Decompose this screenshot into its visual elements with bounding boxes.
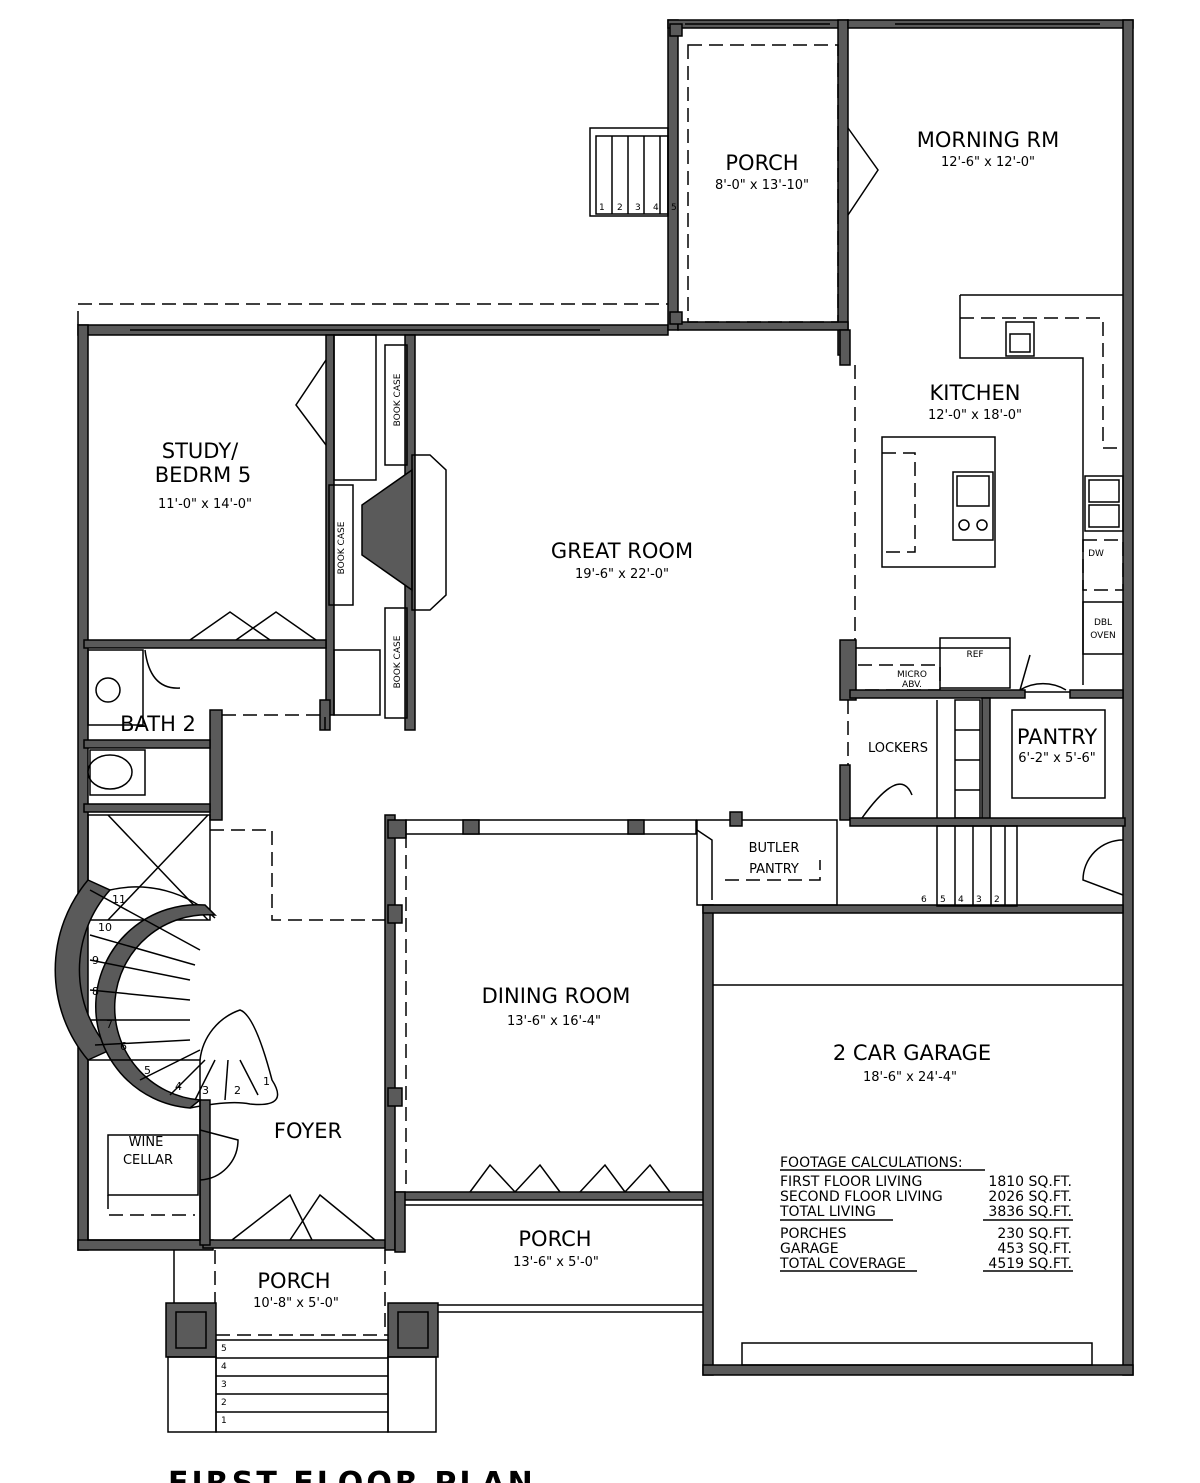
dbl-oven-line1: DBL — [1094, 618, 1112, 628]
front-door — [231, 1193, 376, 1241]
front-step-num: 4 — [221, 1362, 227, 1372]
pantry-label: PANTRY — [1017, 725, 1097, 749]
exterior-walls — [77, 19, 1134, 1376]
rear-porch-dim: 8'-0" x 13'-10" — [715, 178, 809, 193]
bath-2 — [83, 649, 326, 813]
footage-row-value: 230 SQ.FT. — [997, 1226, 1072, 1242]
bookcase-label-bottom: BOOK CASE — [393, 635, 403, 688]
pantry-dim: 6'-2" x 5'-6" — [1018, 751, 1096, 766]
study-label-line1: STUDY/ — [162, 439, 239, 463]
kitchen-dim: 12'-0" x 18'-0" — [928, 408, 1022, 423]
front-step-num: 2 — [221, 1398, 227, 1408]
spiral-step-num: 5 — [144, 1064, 151, 1077]
spiral-step-num: 6 — [120, 1040, 127, 1053]
butler-label-line1: BUTLER — [749, 841, 800, 856]
footage-heading: FOOTAGE CALCULATIONS: — [780, 1155, 963, 1171]
footage-row-label: SECOND FLOOR LIVING — [780, 1189, 943, 1205]
front-step-num: 1 — [221, 1416, 227, 1426]
spiral-step-num: 11 — [112, 893, 126, 906]
foyer-label: FOYER — [274, 1119, 342, 1143]
front-step-num: 5 — [221, 1344, 227, 1354]
spiral-step-num: 3 — [202, 1084, 209, 1097]
garage-dim: 18'-6" x 24'-4" — [863, 1070, 957, 1085]
windows — [130, 23, 1100, 331]
kitchen-label: KITCHEN — [930, 381, 1021, 405]
wine-cellar-line2: CELLAR — [123, 1153, 173, 1168]
footage-row-label: TOTAL COVERAGE — [779, 1256, 906, 1272]
study-label-line2: BEDRM 5 — [155, 463, 252, 487]
footage-row-label: TOTAL LIVING — [779, 1204, 876, 1220]
bookcase-label-mid: BOOK CASE — [337, 521, 347, 574]
footage-row-value: 4519 SQ.FT. — [988, 1256, 1072, 1272]
front-porch-dim: 10'-8" x 5'-0" — [253, 1296, 339, 1311]
dining-room-label: DINING ROOM — [482, 984, 631, 1008]
dw-label: DW — [1088, 549, 1104, 559]
dining-room-dim: 13'-6" x 16'-4" — [507, 1014, 601, 1029]
garage-step-num: 5 — [940, 895, 946, 905]
morning-room-label: MORNING RM — [917, 128, 1060, 152]
wine-cellar — [87, 1059, 239, 1241]
bookcase-label-top: BOOK CASE — [393, 373, 403, 426]
morning-room-dim: 12'-6" x 12'-0" — [941, 155, 1035, 170]
footage-calculations: FOOTAGE CALCULATIONS: FIRST FLOOR LIVING… — [779, 1155, 1073, 1272]
side-porch — [394, 1191, 703, 1313]
front-steps-numbers: 5 4 3 2 1 — [221, 1344, 227, 1426]
rear-porch — [589, 23, 839, 325]
garage-step-num: 6 — [921, 895, 927, 905]
butler-label-line2: PANTRY — [749, 862, 799, 877]
ref-label: REF — [966, 650, 983, 660]
front-step-num: 3 — [221, 1380, 227, 1390]
kitchen-area — [847, 127, 1126, 907]
rear-step-num: 4 — [653, 203, 659, 213]
side-porch-dim: 13'-6" x 5'-0" — [513, 1255, 599, 1270]
footage-row-value: 1810 SQ.FT. — [988, 1174, 1072, 1190]
bath-2-label: BATH 2 — [120, 712, 196, 736]
rear-step-num: 2 — [617, 203, 623, 213]
garage-step-num: 2 — [994, 895, 1000, 905]
micro-line1: MICRO — [897, 670, 927, 680]
spiral-step-num: 7 — [106, 1018, 113, 1031]
footage-row-label: GARAGE — [780, 1241, 839, 1257]
garage-steps-numbers: 6 5 4 3 2 — [921, 895, 1000, 905]
spiral-steps-numbers: 11 10 9 8 7 6 5 4 3 2 1 — [92, 893, 270, 1097]
garage-label: 2 CAR GARAGE — [833, 1041, 991, 1065]
spiral-step-num: 9 — [92, 954, 99, 967]
great-room-label: GREAT ROOM — [551, 539, 693, 563]
footage-row-label: PORCHES — [780, 1226, 847, 1242]
spiral-stair — [54, 814, 385, 1246]
great-room-dim: 19'-6" x 22'-0" — [575, 567, 669, 582]
rear-step-num: 3 — [635, 203, 641, 213]
roof-line — [77, 303, 668, 325]
side-porch-label: PORCH — [518, 1227, 591, 1251]
rear-steps-numbers: 1 2 3 4 5 — [599, 203, 677, 213]
micro-line2: ABV. — [902, 680, 922, 690]
study-dim: 11'-0" x 14'-0" — [158, 497, 252, 512]
front-porch — [165, 1250, 439, 1433]
rear-step-num: 5 — [671, 203, 677, 213]
rear-step-num: 1 — [599, 203, 605, 213]
footage-row-value: 2026 SQ.FT. — [988, 1189, 1072, 1205]
spiral-step-num: 4 — [175, 1080, 182, 1093]
dbl-oven-line2: OVEN — [1090, 631, 1116, 641]
spiral-step-num: 2 — [234, 1084, 241, 1097]
footage-row-value: 3836 SQ.FT. — [988, 1204, 1072, 1220]
study-area — [83, 334, 447, 821]
footage-row-label: FIRST FLOOR LIVING — [780, 1174, 922, 1190]
dining-room — [387, 811, 838, 1193]
lockers-label: LOCKERS — [868, 741, 928, 756]
wine-cellar-line1: WINE — [129, 1135, 164, 1150]
spiral-step-num: 8 — [92, 985, 99, 998]
rear-porch-label: PORCH — [725, 151, 798, 175]
spiral-step-num: 1 — [263, 1075, 270, 1088]
garage-step-num: 4 — [958, 895, 964, 905]
spiral-step-num: 10 — [98, 921, 112, 934]
garage-step-num: 3 — [976, 895, 982, 905]
front-porch-label: PORCH — [257, 1269, 330, 1293]
footage-row-value: 453 SQ.FT. — [997, 1241, 1072, 1257]
plan-title: FIRST FLOOR PLAN — [168, 1466, 536, 1483]
